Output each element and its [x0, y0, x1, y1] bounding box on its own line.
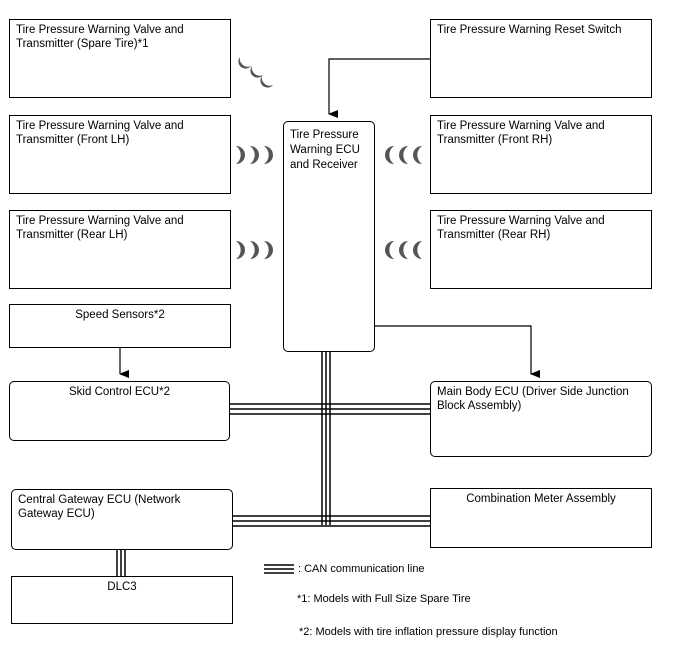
footnote-2: *2: Models with tire inflation pressure …	[299, 626, 558, 638]
radio-wave-icon-front-rh	[385, 146, 422, 164]
rear-lh-transmitter-box: Tire Pressure Warning Valve and Transmit…	[9, 210, 231, 289]
combination-meter-box: Combination Meter Assembly	[430, 488, 652, 548]
radio-wave-icon-rear-rh	[385, 241, 422, 259]
front-lh-transmitter-box: Tire Pressure Warning Valve and Transmit…	[9, 115, 231, 194]
dlc3-box: DLC3	[11, 576, 233, 624]
rear-rh-transmitter-box: Tire Pressure Warning Valve and Transmit…	[430, 210, 652, 289]
radio-wave-icon-rear-lh	[236, 241, 273, 259]
front-rh-transmitter-box: Tire Pressure Warning Valve and Transmit…	[430, 115, 652, 194]
speed-sensors-box: Speed Sensors*2	[9, 304, 231, 348]
main-body-ecu-box: Main Body ECU (Driver Side Junction Bloc…	[430, 381, 652, 457]
skid-control-ecu-box: Skid Control ECU*2	[9, 381, 230, 441]
radio-wave-icon-spare	[238, 57, 273, 88]
spare-tire-transmitter-box: Tire Pressure Warning Valve and Transmit…	[9, 19, 231, 98]
reset-switch-connector	[328, 58, 430, 118]
footnote-1: *1: Models with Full Size Spare Tire	[297, 593, 471, 605]
ecu-main-body-connector	[375, 325, 540, 378]
central-gateway-ecu-box: Central Gateway ECU (Network Gateway ECU…	[11, 489, 233, 550]
can-bus	[116, 352, 430, 576]
radio-wave-icon-front-lh	[236, 146, 273, 164]
reset-switch-box: Tire Pressure Warning Reset Switch	[430, 19, 652, 98]
can-line-legend-label: : CAN communication line	[298, 563, 425, 575]
tpms-ecu-box: Tire Pressure Warning ECU and Receiver	[283, 121, 375, 352]
